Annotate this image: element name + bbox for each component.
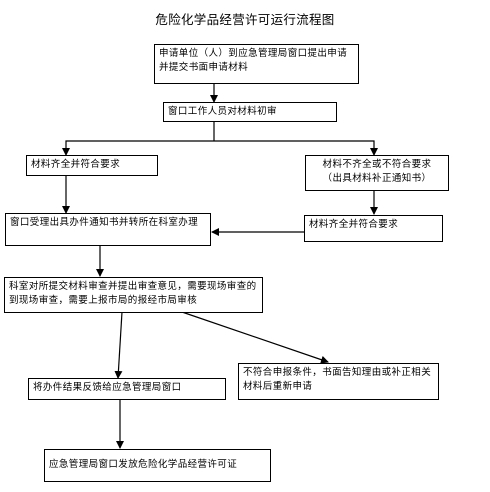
arrow-to-complete bbox=[62, 140, 214, 156]
step-incomplete-box: 材料不齐全或不符合要求 （出具材料补正通知书） bbox=[305, 155, 449, 191]
step-section-review-box: 科室对所提交材料审查并提出审查意见，需要现场审查的到现场审查，需要上报市局的报经… bbox=[4, 277, 263, 313]
step-resubmit-complete-box: 材料齐全并符合要求 bbox=[304, 215, 443, 242]
step-issue-box: 应急管理局窗口发放危险化学品经营许可证 bbox=[44, 449, 271, 482]
incomplete-line1: 材料不齐全或不符合要求 bbox=[322, 159, 432, 170]
step-first-review-box: 窗口工作人员对材料初审 bbox=[163, 102, 337, 122]
step-complete-box: 材料齐全并符合要求 bbox=[26, 155, 158, 176]
arrow-section-to-feedback bbox=[114, 311, 123, 379]
step-accept-box: 窗口受理出具办件通知书并转所在科室办理 bbox=[5, 213, 211, 246]
arrow-section-to-reject bbox=[181, 311, 329, 364]
incomplete-line2: （出具材料补正通知书） bbox=[322, 173, 432, 184]
page-title: 危险化学品经营许可运行流程图 bbox=[155, 12, 335, 27]
arrow-to-incomplete bbox=[214, 140, 378, 156]
step-apply-box: 申请单位（人）到应急管理局窗口提出申请并提交书面申请材料 bbox=[154, 44, 359, 84]
step-reject-box: 不符合申报条件，书面告知理由或补正相关材料后重新申请 bbox=[238, 363, 439, 400]
step-feedback-box: 将办件结果反馈给应急管理局窗口 bbox=[28, 378, 226, 400]
